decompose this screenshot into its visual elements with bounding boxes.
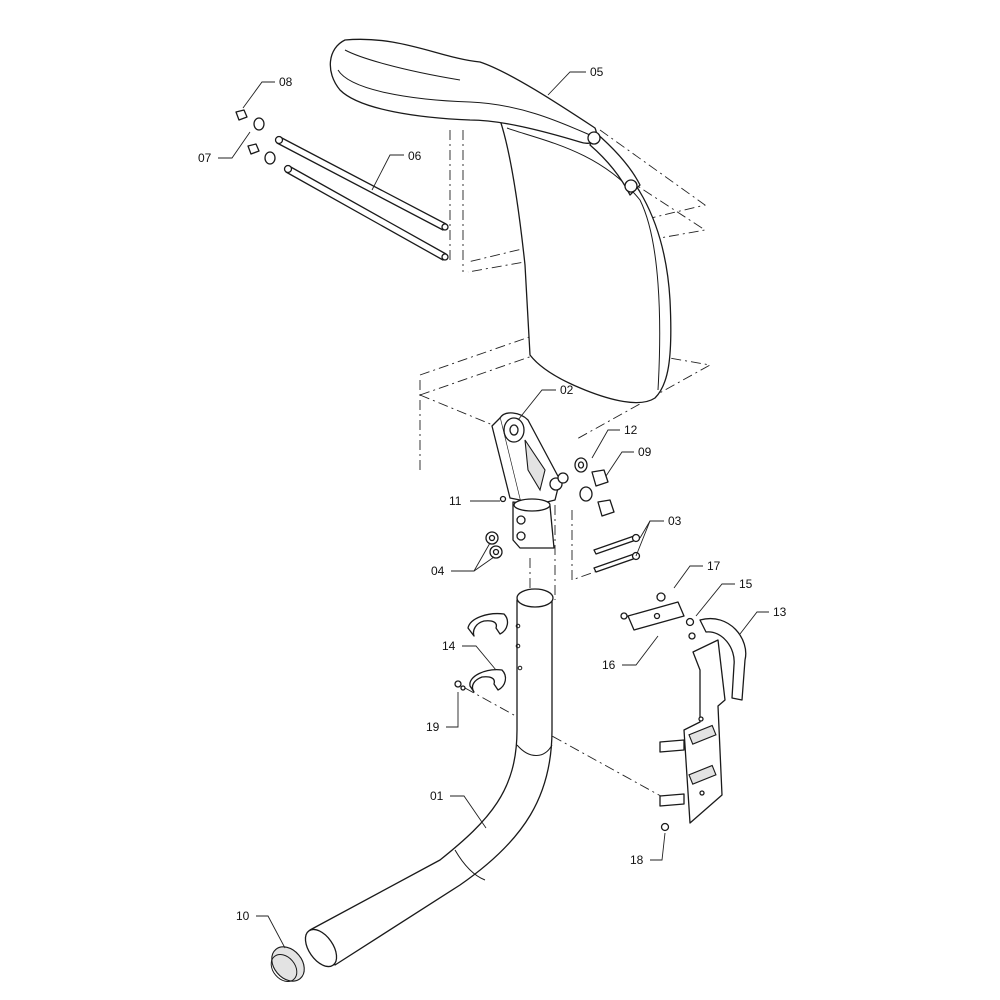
part-11-screw — [499, 495, 507, 503]
assembly-lines — [419, 129, 712, 801]
callout-06: 06 — [408, 149, 422, 163]
callout-09: 09 — [638, 445, 652, 459]
callout-19: 19 — [426, 720, 440, 734]
callout-05: 05 — [590, 65, 604, 79]
part-19-screw — [454, 680, 466, 691]
callout-15: 15 — [739, 577, 753, 591]
part-05-headrest — [329, 38, 672, 404]
part-15-small-nut — [620, 612, 628, 620]
part-16-strap — [627, 601, 685, 631]
callout-13: 13 — [773, 605, 787, 619]
part-17-nut — [656, 592, 666, 602]
part-14-clamps — [467, 612, 509, 693]
callout-14: 14 — [442, 639, 456, 653]
callout-18: 18 — [630, 853, 644, 867]
callout-08: 08 — [279, 75, 293, 89]
part-04-nuts — [485, 531, 503, 559]
callout-02: 02 — [560, 383, 574, 397]
callout-07: 07 — [198, 151, 212, 165]
leader-lines — [218, 71, 769, 949]
callout-04: 04 — [431, 564, 445, 578]
part-07-washers — [253, 117, 276, 165]
part-12-washer — [574, 457, 593, 502]
part-08-screws — [235, 109, 260, 155]
part-09-cap-nuts — [591, 469, 615, 517]
callout-01: 01 — [430, 789, 444, 803]
callout-16: 16 — [602, 658, 616, 672]
clamp-block — [512, 498, 555, 549]
part-02-bracket — [491, 412, 569, 506]
callout-12: 12 — [624, 423, 638, 437]
part-15-washer — [685, 617, 696, 640]
callout-10: 10 — [236, 909, 250, 923]
part-18-screw — [660, 822, 670, 832]
callout-labels: 05 08 07 06 02 12 09 11 03 04 17 15 13 1… — [198, 65, 787, 923]
part-10-end-cap — [270, 946, 305, 982]
callout-11: 11 — [449, 494, 462, 508]
part-03-bolts — [593, 533, 641, 573]
part-01-tube — [304, 588, 554, 968]
callout-17: 17 — [707, 559, 721, 573]
part-13-mount-plate — [659, 617, 747, 824]
part-06-rods — [274, 135, 449, 261]
callout-03: 03 — [668, 514, 682, 528]
